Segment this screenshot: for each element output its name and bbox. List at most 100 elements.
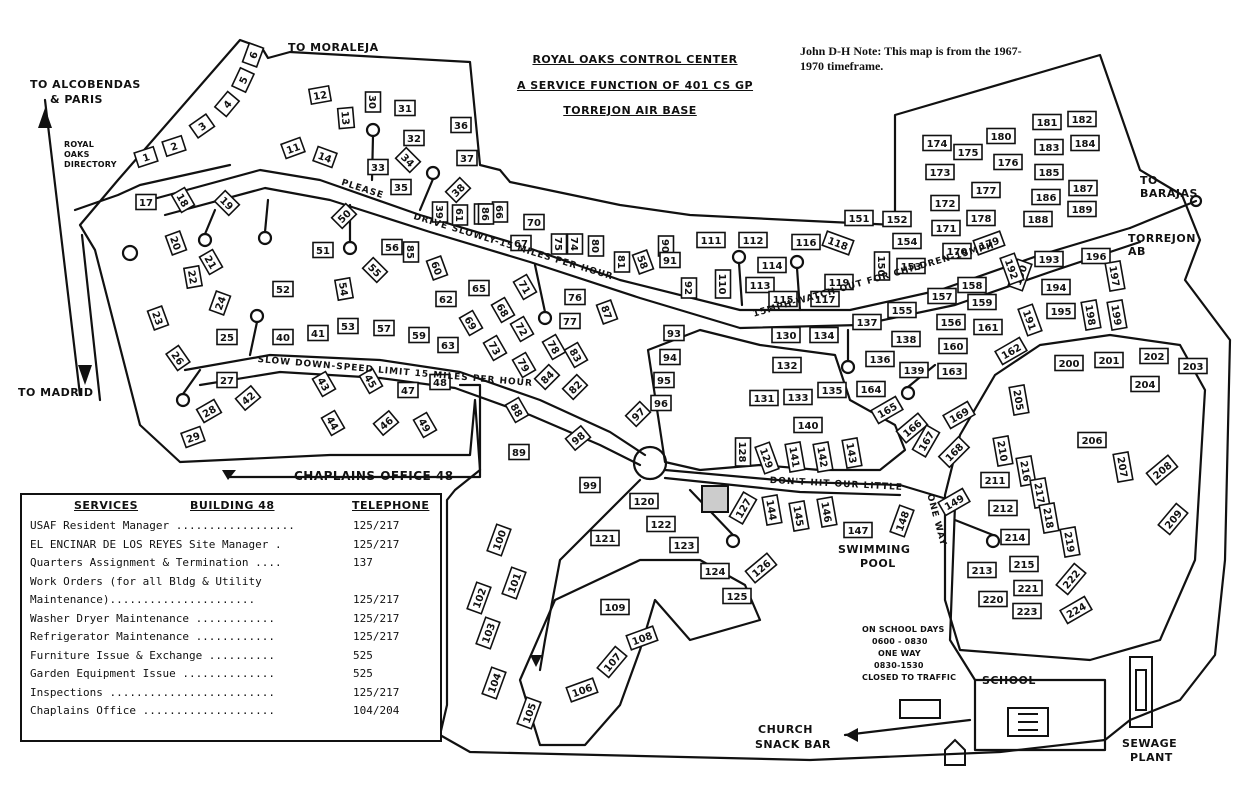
building-number: 195 [1051, 307, 1072, 318]
building-outline [896, 257, 926, 275]
building-172: 172 [930, 194, 960, 212]
building-outline [809, 326, 839, 344]
building-158: 158 [957, 276, 987, 294]
building-number: 67 [514, 239, 528, 250]
building-2: 2 [161, 134, 187, 158]
building-outline [579, 476, 601, 494]
building-outline [744, 552, 778, 584]
building-outline [216, 328, 238, 346]
building-outline [307, 84, 333, 106]
building-outline [1081, 247, 1111, 265]
service-telephone: 125/217 [353, 537, 400, 551]
building-number: 51 [316, 246, 330, 257]
building-outline [824, 273, 854, 291]
building-207: 207 [1112, 450, 1134, 484]
housing-boundary [78, 38, 1232, 762]
building-180: 180 [986, 127, 1016, 145]
building-outline [133, 145, 159, 169]
building-155: 155 [887, 301, 917, 319]
building-outline [957, 276, 987, 294]
building-205: 205 [1008, 383, 1030, 417]
building-outline [412, 411, 438, 439]
building-number: 214 [1005, 533, 1026, 544]
building-outline [336, 106, 356, 130]
building-outline [659, 251, 681, 269]
school-building [1007, 707, 1049, 737]
building-number: 48 [433, 378, 447, 389]
building-outline [372, 409, 400, 437]
arrow-north-head [38, 108, 52, 128]
building-43: 43 [311, 370, 337, 398]
building-outline [931, 219, 961, 237]
building-outline [993, 153, 1023, 171]
building-122: 122 [646, 515, 676, 533]
building-88: 88 [504, 396, 530, 424]
service-row: Refrigerator Maintenance ............125… [30, 630, 435, 648]
building-72: 72 [509, 315, 535, 343]
building-202: 202 [1139, 347, 1169, 365]
building-outline [772, 356, 802, 374]
building-outline [816, 495, 838, 529]
building-outline [966, 209, 996, 227]
building-55: 55 [361, 256, 389, 284]
building-number: 143 [843, 442, 857, 465]
building-outline [653, 371, 675, 389]
building-109: 109 [600, 598, 630, 616]
building-number: 85 [404, 245, 415, 259]
building-outline [927, 287, 957, 305]
building-200: 200 [1054, 354, 1084, 372]
street-right [948, 503, 977, 682]
building-107: 107 [596, 645, 628, 679]
building-151: 151 [844, 209, 874, 227]
building-number: 121 [595, 534, 616, 545]
building-number: 155 [892, 306, 913, 317]
building-152: 152 [882, 210, 912, 228]
building-number: 204 [1135, 380, 1156, 391]
building-76: 76 [564, 288, 586, 306]
building-179: 179 [972, 230, 1006, 256]
building-153: 153 [896, 257, 926, 275]
building-number: 216 [1017, 460, 1031, 483]
building-125: 125 [722, 587, 752, 605]
street-east [663, 468, 952, 502]
building-outline [761, 493, 783, 527]
building-outline [624, 400, 652, 428]
building-outline [1067, 110, 1097, 128]
building-number: 128 [736, 442, 747, 463]
building-number: 24 [214, 295, 229, 312]
service-name: Chaplains Office .................... [30, 704, 276, 717]
building-outline [937, 487, 971, 517]
building-219: 219 [1059, 525, 1081, 559]
building-169: 169 [942, 400, 976, 430]
building-91: 91 [659, 251, 681, 269]
building-outline [394, 99, 416, 117]
building-outline [364, 91, 382, 113]
building-number: 177 [976, 186, 997, 197]
building-outline [841, 436, 863, 470]
building-outline [561, 373, 589, 401]
building-93: 93 [663, 324, 685, 342]
service-telephone: 137 [353, 556, 373, 569]
building-outline [312, 241, 334, 259]
building-outline [1145, 454, 1179, 486]
building-25: 25 [216, 328, 238, 346]
building-34: 34 [394, 146, 422, 174]
building-63: 63 [437, 336, 459, 354]
building-outline [595, 299, 619, 325]
building-4: 4 [213, 90, 241, 118]
label-one-way: ONE WAY [878, 649, 921, 658]
building-outline [559, 312, 581, 330]
building-number: 207 [1114, 456, 1128, 479]
building-number: 180 [991, 132, 1012, 143]
label-school: SCHOOL [982, 674, 1036, 687]
building-117: 117 [810, 290, 840, 308]
building-outline [198, 248, 224, 276]
building-outline [1139, 347, 1169, 365]
building-204: 204 [1130, 375, 1160, 393]
building-94: 94 [659, 348, 681, 366]
building-133: 133 [783, 388, 813, 406]
service-telephone: 125/217 [353, 519, 400, 532]
building-number: 91 [663, 256, 677, 267]
building-209: 209 [1157, 502, 1189, 536]
building-outline [170, 186, 196, 214]
